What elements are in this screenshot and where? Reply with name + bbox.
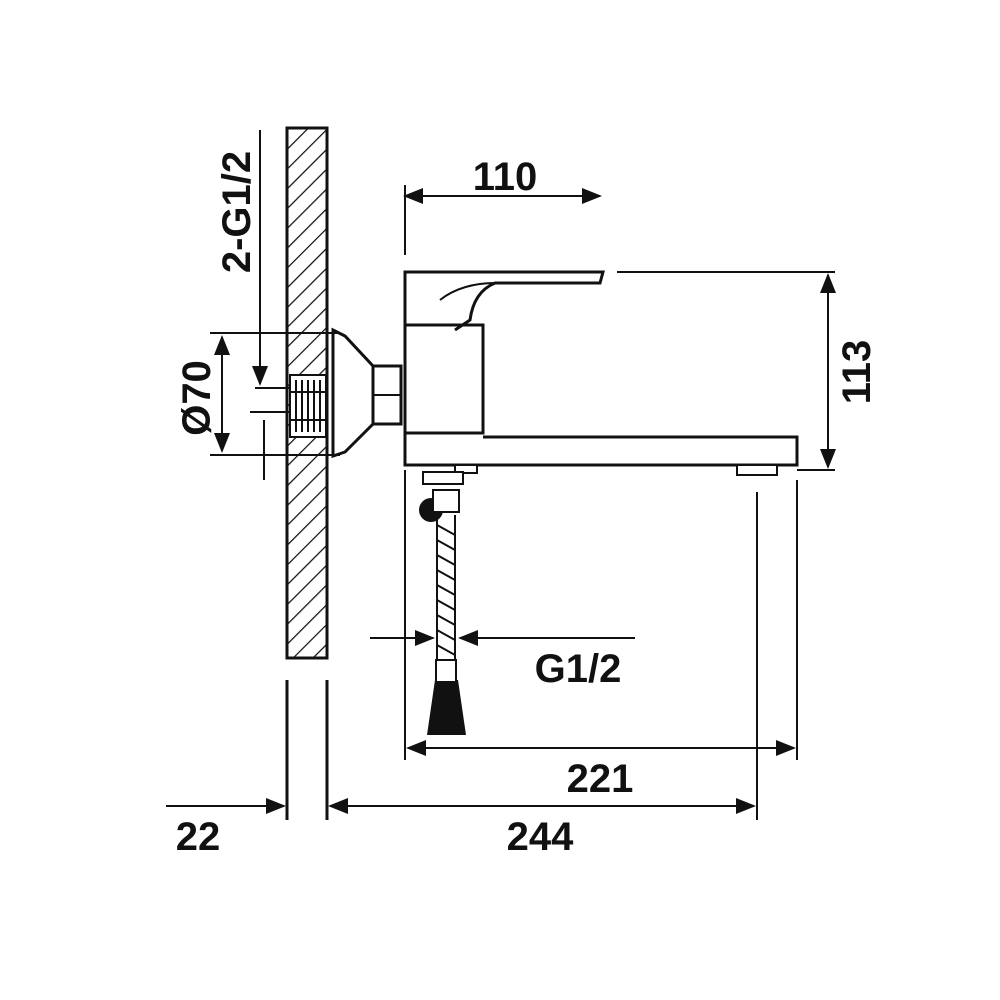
- dim-label-flange-diameter: Ø70: [175, 360, 219, 436]
- dim-221: [404, 470, 798, 760]
- dim-label-hose-thread: G1/2: [535, 647, 622, 691]
- dim-244: [328, 492, 758, 820]
- faucet-body: [403, 270, 799, 476]
- dim-flange-diameter: [210, 332, 340, 480]
- dim-label-110: 110: [473, 155, 538, 199]
- wall-connector: [289, 374, 327, 438]
- dim-label-thread-pair: 2-G1/2: [215, 151, 259, 273]
- dim-label-221: 221: [567, 757, 634, 801]
- wall-section: [285, 126, 329, 820]
- dim-113: [617, 271, 836, 471]
- dim-thread-pair: [252, 130, 290, 389]
- dim-label-244: 244: [507, 815, 574, 859]
- dim-label-113: 113: [835, 340, 879, 405]
- dim-label-22: 22: [176, 815, 221, 859]
- hose: [419, 471, 466, 735]
- flange: [331, 327, 403, 459]
- dim-110: [403, 185, 602, 255]
